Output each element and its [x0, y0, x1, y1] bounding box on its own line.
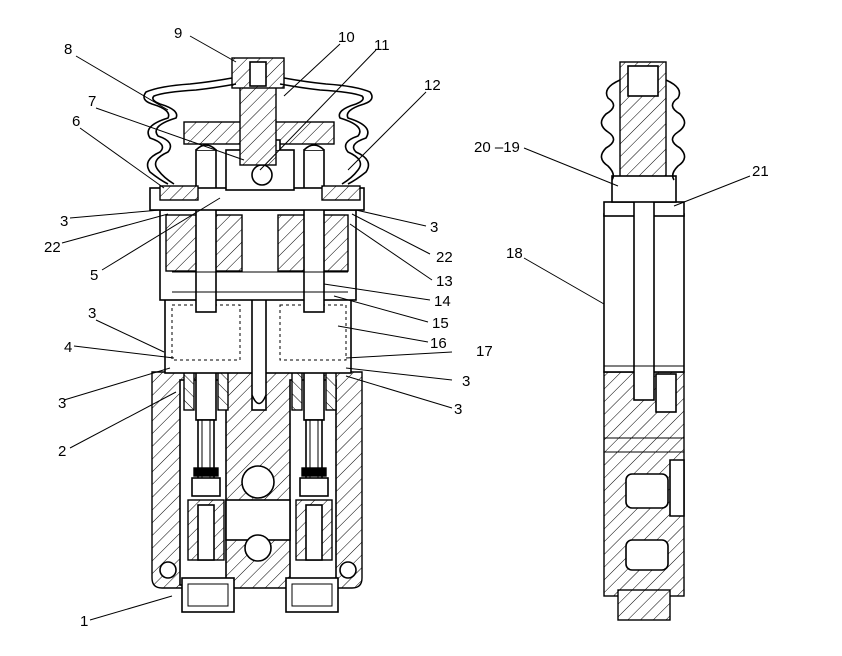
callout-1: 1 — [80, 613, 88, 630]
side-port-lower — [625, 539, 669, 571]
callout-7: 7 — [88, 93, 96, 110]
callout-9: 9 — [174, 25, 182, 42]
callout-3-d: 3 — [58, 395, 66, 412]
callout-3-e: 3 — [462, 373, 470, 390]
top-plate-left — [159, 185, 199, 201]
callout-8: 8 — [64, 41, 72, 58]
rubber-boot — [143, 77, 233, 185]
plunger-right — [303, 149, 325, 313]
front-section-view — [143, 57, 373, 613]
callout-11: 11 — [374, 37, 390, 54]
bolt-hole-left — [159, 561, 177, 579]
callout-3-f: 3 — [454, 401, 462, 418]
callout-4: 4 — [64, 339, 72, 356]
top-plate-right — [321, 185, 361, 201]
callout-14: 14 — [434, 293, 451, 310]
port-upper — [241, 465, 275, 499]
callout-labels: 1 2 3 3 3 3 3 3 4 5 6 7 8 9 10 11 12 13 … — [44, 25, 769, 630]
side-boot-right — [665, 79, 686, 181]
callout-13: 13 — [436, 273, 453, 290]
callout-3-a: 3 — [60, 213, 68, 230]
plunger-left — [195, 149, 217, 313]
callout-10: 10 — [338, 29, 355, 46]
callout-12: 12 — [424, 77, 441, 94]
callout-17: 17 — [476, 343, 493, 360]
stem — [239, 84, 277, 166]
port-lower — [244, 534, 272, 562]
callout-2: 2 — [58, 443, 66, 460]
callout-18: 18 — [506, 245, 523, 262]
side-rod — [633, 189, 655, 401]
callout-5: 5 — [90, 267, 98, 284]
side-bottom-flange — [617, 589, 671, 621]
center-passage — [225, 499, 291, 541]
side-port-upper — [625, 473, 669, 509]
callout-3-c: 3 — [88, 305, 96, 322]
callout-16: 16 — [430, 335, 447, 352]
callout-6: 6 — [72, 113, 80, 130]
side-boot-left — [600, 79, 621, 181]
leader-lines — [61, 35, 751, 621]
callout-21: 21 — [752, 163, 769, 180]
spring-left — [171, 304, 241, 361]
callout-15: 15 — [432, 315, 449, 332]
callout-22-b: 22 — [436, 249, 453, 266]
side-rod-cap — [655, 373, 677, 413]
callout-3-b: 3 — [430, 219, 438, 236]
callout-20-19: 20 –19 — [474, 139, 520, 156]
side-base — [611, 175, 677, 203]
bolt-hole-right — [339, 561, 357, 579]
side-section-view — [600, 61, 686, 621]
callout-22-a: 22 — [44, 239, 61, 256]
